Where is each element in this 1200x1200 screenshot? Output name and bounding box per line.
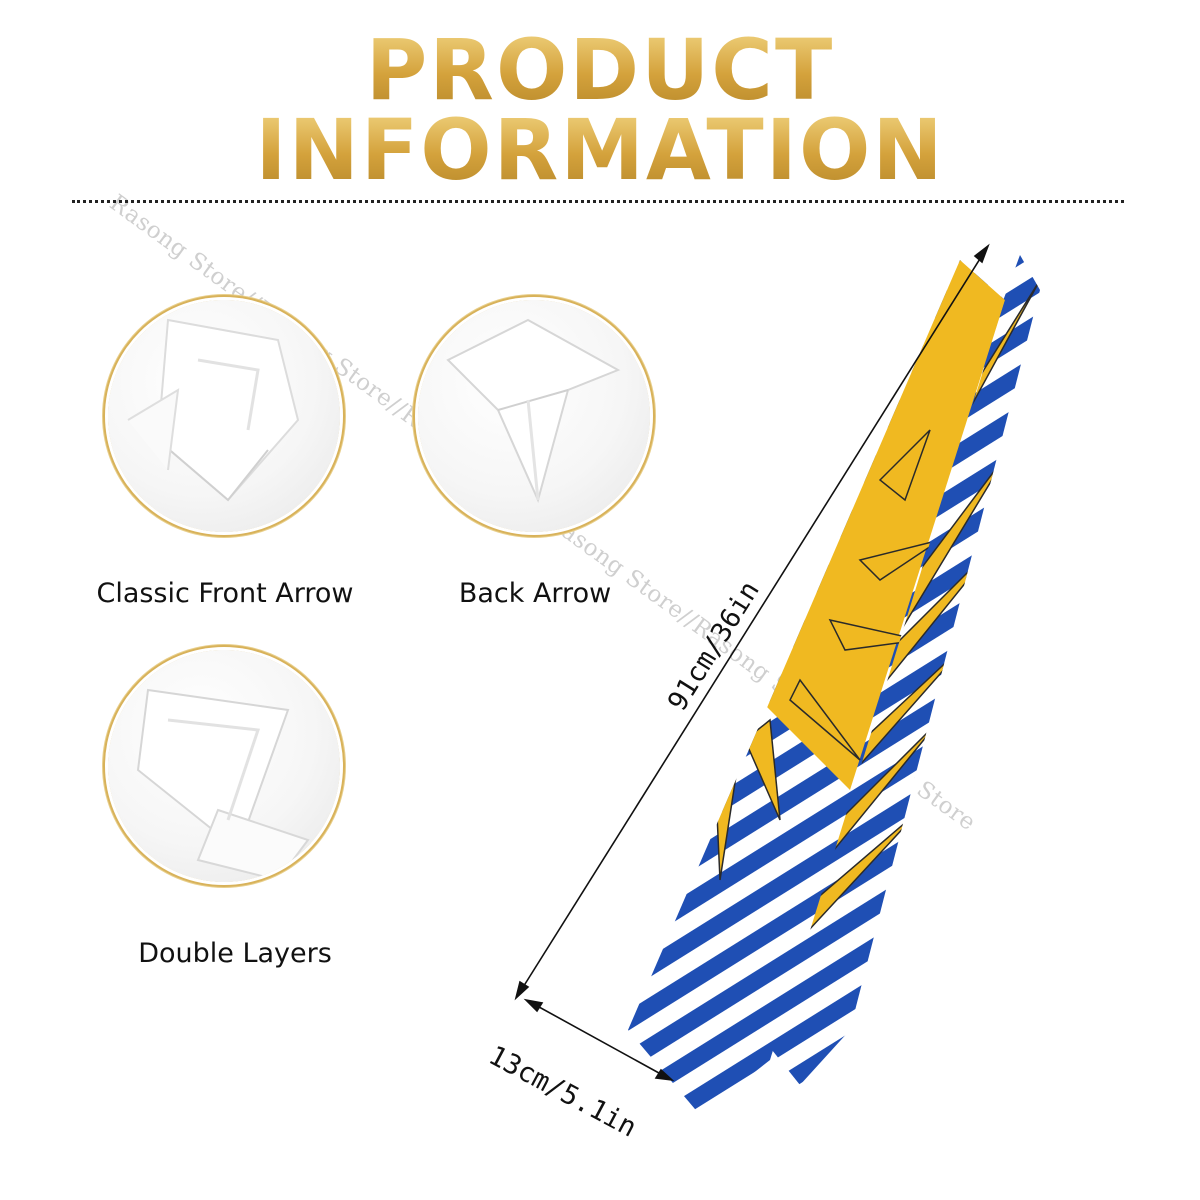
double-layers-label: Double Layers — [138, 938, 332, 969]
page-title-line2: INFORMATION — [0, 108, 1200, 192]
back-arrow-label: Back Arrow — [458, 578, 612, 609]
double-layers-image — [108, 650, 340, 882]
front-arrow-image — [108, 300, 340, 532]
dotted-divider — [72, 200, 1124, 203]
page-title-line1: PRODUCT — [0, 28, 1200, 112]
front-arrow-label: Classic Front Arrow — [96, 578, 354, 609]
back-arrow-image — [418, 300, 650, 532]
